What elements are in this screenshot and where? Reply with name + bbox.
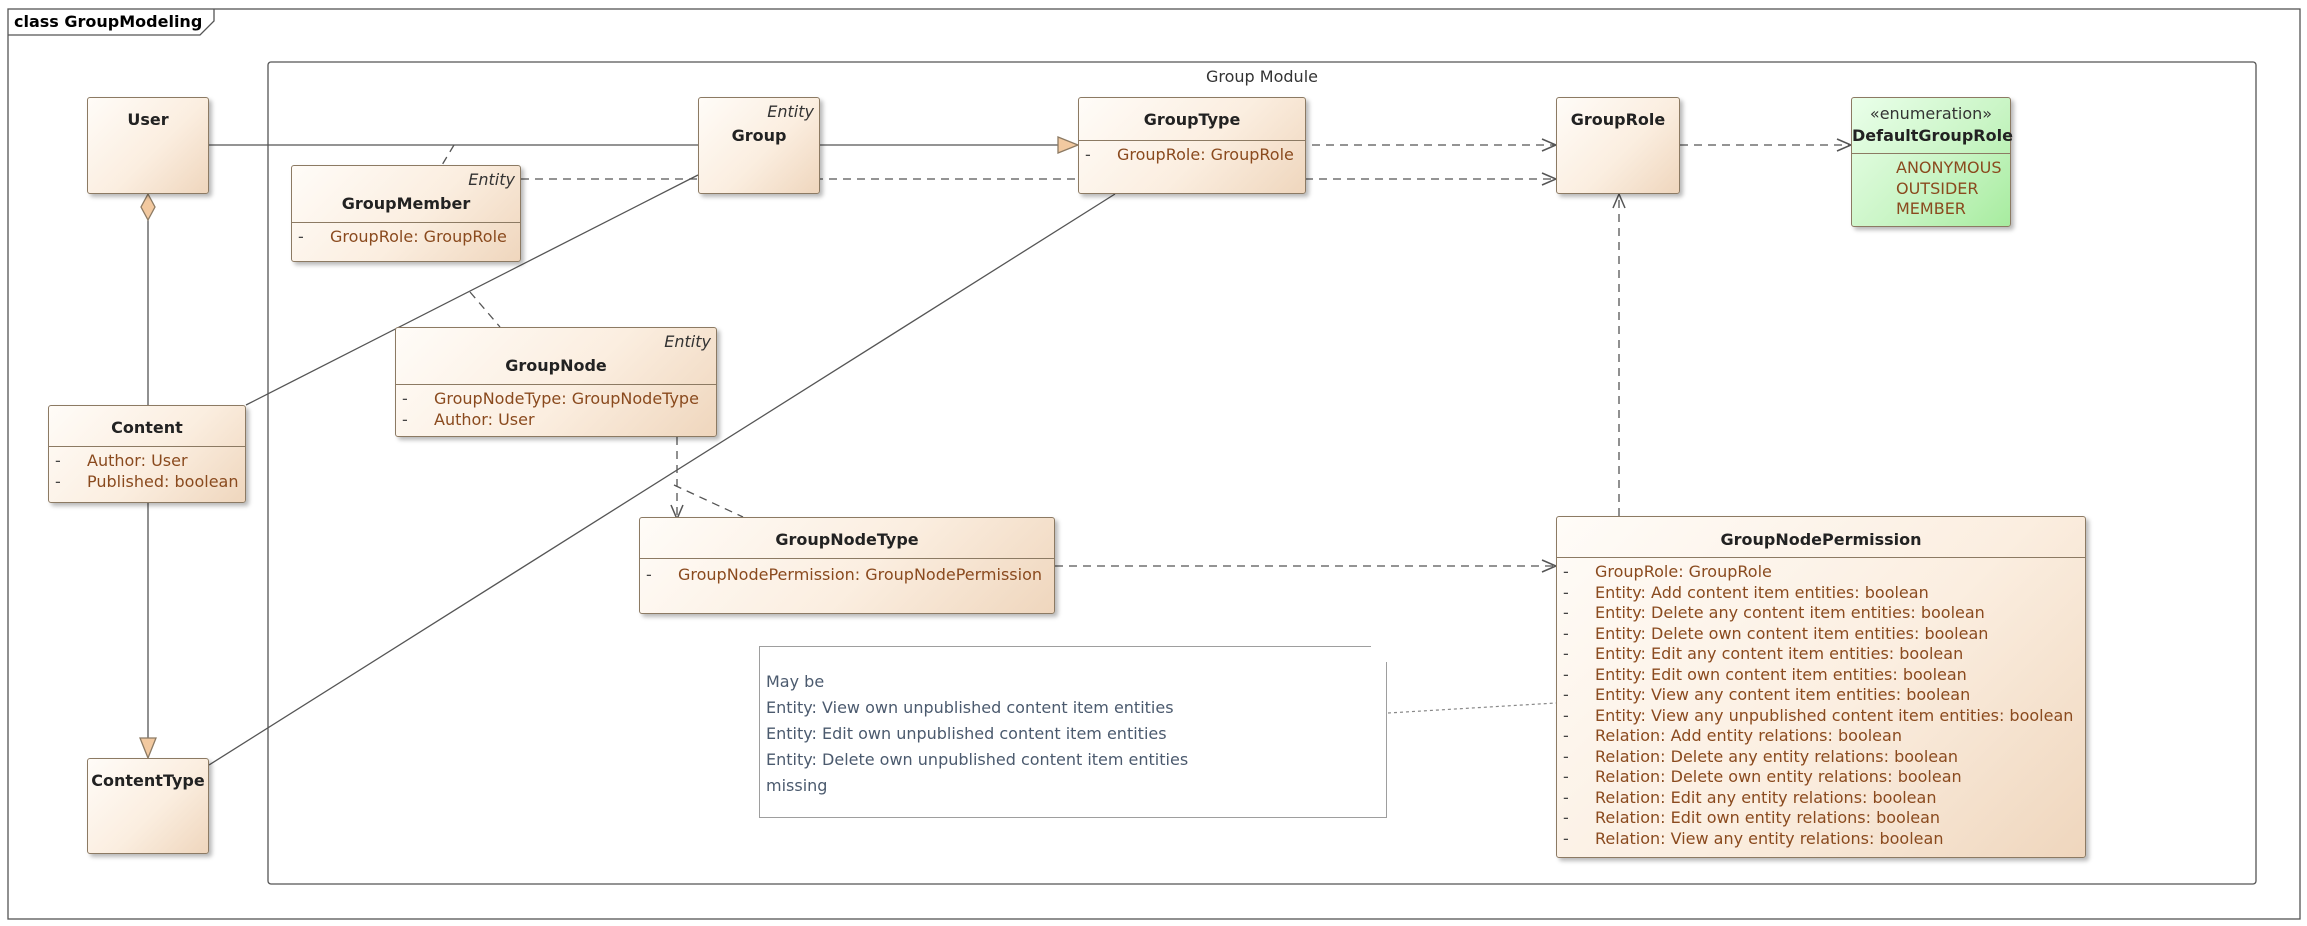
attribute: -Relation: Delete own entity relations: … bbox=[1563, 767, 1962, 786]
attribute: -Relation: View any entity relations: bo… bbox=[1563, 828, 1944, 848]
class-name: Group bbox=[731, 126, 787, 145]
note-line: Entity: Edit own unpublished content ite… bbox=[766, 724, 1167, 743]
class-name: User bbox=[127, 110, 169, 129]
class-group-node-type[interactable]: GroupNodeType -GroupNodePermission: Grou… bbox=[639, 517, 1055, 614]
note-anchor bbox=[1387, 702, 1557, 714]
class-name: GroupRole bbox=[1570, 110, 1666, 129]
class-group[interactable]: Entity Group bbox=[698, 97, 820, 194]
note-line: Entity: Delete own unpublished content i… bbox=[766, 750, 1189, 769]
attribute: -Author: User bbox=[55, 451, 188, 470]
frame-tab-border bbox=[8, 9, 215, 36]
group-node-link bbox=[469, 291, 501, 328]
class-group-type[interactable]: GroupType -GroupRole: GroupRole bbox=[1078, 97, 1306, 194]
frame-title: class GroupModeling bbox=[14, 12, 203, 31]
class-name: GroupNodePermission bbox=[1720, 530, 1922, 549]
attribute-compartment: -GroupRole: GroupRole-Entity: Add conten… bbox=[1557, 557, 2085, 849]
generalization-head-grouptype bbox=[1057, 136, 1080, 154]
attribute: -Author: User bbox=[402, 409, 535, 429]
class-name: GroupNodeType bbox=[775, 530, 919, 549]
enum-name: DefaultGroupRole bbox=[1852, 126, 2013, 145]
class-content[interactable]: Content -Author: User -Published: boolea… bbox=[48, 405, 246, 503]
attribute: -GroupNodeType: GroupNodeType bbox=[402, 389, 699, 408]
attribute: -GroupRole: GroupRole bbox=[298, 227, 507, 246]
diagram-note: May be Entity: View own unpublished conte… bbox=[759, 646, 1387, 818]
class-group-node[interactable]: Entity GroupNode -GroupNodeType: GroupNo… bbox=[395, 327, 717, 437]
attribute-compartment: -GroupNodeType: GroupNodeType -Author: U… bbox=[396, 384, 716, 430]
frame-border bbox=[7, 8, 2301, 920]
note-line: Entity: View own unpublished content ite… bbox=[766, 698, 1174, 717]
attribute: -Relation: Edit own entity relations: bo… bbox=[1563, 808, 1941, 827]
package-border bbox=[267, 61, 2257, 885]
class-group-role[interactable]: GroupRole bbox=[1556, 97, 1680, 194]
group-member-link bbox=[441, 144, 455, 166]
attribute: -Entity: Edit own content item entities:… bbox=[1563, 664, 1967, 684]
class-name: GroupType bbox=[1143, 110, 1241, 129]
generalization-head-contenttype bbox=[139, 737, 157, 760]
attribute: -GroupNodePermission: GroupNodePermissio… bbox=[646, 565, 1043, 584]
class-stereotype: Entity bbox=[767, 102, 814, 121]
attribute: -GroupRole: GroupRole bbox=[1085, 145, 1294, 164]
attribute: -Relation: Add entity relations: boolean bbox=[1563, 726, 1902, 745]
package-title: Group Module bbox=[1206, 67, 1318, 86]
class-name: GroupMember bbox=[341, 194, 471, 213]
group-node-type-link bbox=[673, 484, 744, 518]
attribute-compartment: -GroupNodePermission: GroupNodePermissio… bbox=[640, 558, 1054, 586]
attribute-compartment: -GroupRole: GroupRole bbox=[292, 222, 520, 248]
note-line: May be bbox=[766, 672, 825, 691]
class-content-type[interactable]: ContentType bbox=[87, 758, 209, 854]
literal-compartment: ANONYMOUS OUTSIDER MEMBER bbox=[1852, 153, 2010, 220]
aggregation-diamond bbox=[140, 192, 156, 222]
attribute: -Published: boolean bbox=[55, 471, 239, 491]
attribute-compartment: -Author: User -Published: boolean bbox=[49, 446, 245, 492]
class-stereotype: Entity bbox=[664, 332, 711, 351]
attribute: -Entity: Delete any content item entitie… bbox=[1563, 603, 1985, 622]
note-text: May be Entity: View own unpublished conte… bbox=[766, 669, 1188, 799]
attribute: -Entity: Edit any content item entities:… bbox=[1563, 644, 1964, 663]
class-group-node-permission[interactable]: GroupNodePermission -GroupRole: GroupRol… bbox=[1556, 516, 2086, 858]
attribute: -Entity: View any content item entities:… bbox=[1563, 685, 1971, 704]
enum-literal: OUTSIDER bbox=[1896, 178, 1979, 198]
attribute-compartment: -GroupRole: GroupRole bbox=[1079, 140, 1305, 166]
enum-literal: ANONYMOUS bbox=[1896, 158, 2002, 177]
grouptype-contenttype-association bbox=[208, 193, 1116, 766]
class-name: ContentType bbox=[91, 771, 205, 790]
attribute: -Entity: Delete own content item entitie… bbox=[1563, 623, 1989, 643]
note-corner bbox=[1371, 646, 1387, 662]
class-name: Content bbox=[111, 418, 183, 437]
note-line: missing bbox=[766, 776, 828, 795]
attribute: -Relation: Delete any entity relations: … bbox=[1563, 746, 1959, 766]
class-user[interactable]: User bbox=[87, 97, 209, 194]
class-stereotype: Entity bbox=[468, 170, 515, 189]
attribute: -GroupRole: GroupRole bbox=[1563, 562, 1772, 581]
group-content-association bbox=[245, 174, 699, 406]
attribute: -Entity: View any unpublished content it… bbox=[1563, 705, 2074, 725]
class-name: GroupNode bbox=[505, 356, 607, 375]
enum-default-group-role[interactable]: «enumeration» DefaultGroupRole ANONYMOUS… bbox=[1851, 97, 2013, 227]
enum-literal: MEMBER bbox=[1896, 199, 1966, 218]
attribute: -Entity: Add content item entities: bool… bbox=[1563, 582, 1929, 602]
attribute: -Relation: Edit any entity relations: bo… bbox=[1563, 787, 1937, 807]
enum-stereotype: «enumeration» bbox=[1869, 104, 1993, 123]
class-group-member[interactable]: Entity GroupMember -GroupRole: GroupRole bbox=[291, 165, 521, 262]
